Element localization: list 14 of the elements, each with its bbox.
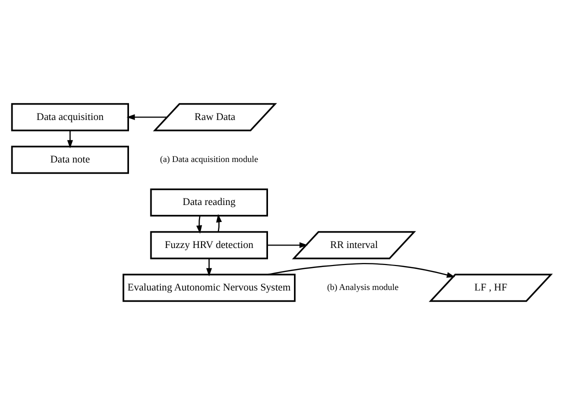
arrow xyxy=(126,114,167,120)
node-box: Evaluating Autonomic Nervous System xyxy=(122,273,296,302)
node-box: Fuzzy HRV detection xyxy=(150,230,268,259)
arrow xyxy=(67,130,73,148)
node-box: Data acquisition xyxy=(11,102,129,131)
label: (a) Data acquisition module xyxy=(160,154,258,164)
arrow xyxy=(196,215,202,234)
node-box: Data reading xyxy=(150,188,268,216)
arrow xyxy=(206,258,212,276)
label: (b) Analysis module xyxy=(327,282,399,292)
arrow xyxy=(216,214,222,232)
node-box: Data note xyxy=(11,145,129,174)
arrow xyxy=(268,262,456,278)
arrow xyxy=(267,242,308,248)
